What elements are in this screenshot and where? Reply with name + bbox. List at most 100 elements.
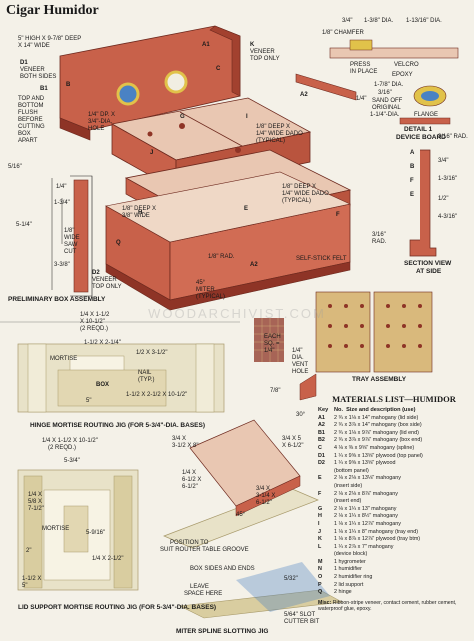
tray-dim-label: 7/8" <box>270 388 281 394</box>
material-key: L <box>318 543 322 550</box>
material-desc: 1 hygrometer <box>334 558 366 565</box>
materials-list-title: MATERIALS LIST—HUMIDOR <box>332 394 456 404</box>
part-d2-label: D2 <box>92 270 100 276</box>
d1-veneer-label: VENEER <box>20 67 45 73</box>
lid-dim-4-label: 7-1/2" <box>28 506 44 512</box>
material-row: P 2 lid support <box>318 582 470 590</box>
dim-wide-label: WIDE <box>64 235 80 241</box>
deep-mid-label-2: 1/4" WIDE DADO <box>282 191 329 197</box>
k-veneer-label: VENEER <box>250 49 275 55</box>
hinge-mortise-label: MORTISE <box>50 356 78 362</box>
dado-label-3: (TYPICAL) <box>256 138 286 144</box>
material-desc: 1 ¼ x 9⅝ x 13⅝" plywood <box>334 460 396 467</box>
material-row: (device block) <box>318 551 470 559</box>
lid-mortise-area <box>63 505 89 553</box>
material-desc: 2 ⅛ x 2⅛ x 8⅞" mahogany <box>334 490 398 497</box>
dado-label: 1/8" DEEP X <box>256 124 291 130</box>
material-desc: 1 ⅛ x 1¼ x 12⅞" mahogany <box>334 520 401 527</box>
part-a2-top-label: A2 <box>300 92 308 98</box>
material-desc: 1 ⅛ x 1¼ x 8" mahogany (tray end) <box>334 528 419 535</box>
material-key: H <box>318 513 322 520</box>
material-desc: 2 ¾ x 3⅞ x 9⅞" mahogany (box end) <box>334 437 423 444</box>
misc-text: Ribbon-stripe veneer, contact cement, ru… <box>318 599 457 613</box>
sand-off-label: SAND OFF <box>372 98 403 104</box>
lid-jig-caption: LID SUPPORT MORTISE ROUTING JIG (FOR 5-3… <box>18 604 217 611</box>
material-row: (insert side) <box>318 483 470 491</box>
lid-top-label: 1/4 X 1-1/2 X 10-1/2" <box>42 438 98 444</box>
overall-size-label: 5" HIGH X 9-7/8" DEEP <box>18 36 82 42</box>
material-key: C <box>318 444 322 451</box>
materials-list: MATERIALS LIST—HUMIDOR Key No. Size and … <box>318 394 470 613</box>
d2-top-only-label: TOP ONLY <box>92 284 122 290</box>
hinge-dim-2-label: 1/2 X 3-1/2" <box>136 350 168 356</box>
material-key <box>318 483 334 491</box>
material-row: J 1 ⅛ x 1¼ x 8" mahogany (tray end) <box>318 529 470 537</box>
part-k-label: K <box>250 42 255 48</box>
material-key: B2 <box>318 437 325 444</box>
dim-1-13-16-label: 1-13/16" DIA. <box>406 18 442 24</box>
deep-x-label-2: 3/8" WIDE <box>122 213 150 219</box>
material-key: Q <box>318 589 323 596</box>
material-desc: 2 ¾ x 1⅛ x 9⅞" mahogany (lid end) <box>334 429 419 436</box>
dim-1-3-4-label: 1-3/4" <box>54 200 70 206</box>
material-key: J <box>318 528 321 535</box>
part-f-label: F <box>336 212 340 218</box>
hygrometer-gauge <box>116 82 140 106</box>
lid-dim-9-label: 5" <box>22 583 28 589</box>
hinge-nail-typ-label: (TYP.) <box>138 377 155 383</box>
material-desc: 2 ¾ x 3⅞ x 14" mahogany (box side) <box>334 422 422 429</box>
material-desc: 1 ¼ x 9⅝ x 13⅝" plywood (top panel) <box>334 452 423 459</box>
vent-dia-label: DIA. <box>292 355 304 361</box>
miter-dim-5-label: 1/4 X <box>182 470 197 476</box>
section-view-profile <box>409 149 437 257</box>
lid-dim-2-label: 1/4 X <box>28 492 43 498</box>
miter-label: MITER <box>196 287 215 293</box>
dim-3-3-8-label: 3-3/8" <box>54 262 70 268</box>
material-desc: 2 lid support <box>334 581 364 588</box>
header-no: No. <box>334 407 344 413</box>
material-desc: 2 humidifier ring <box>334 574 373 581</box>
material-key: P <box>318 581 322 588</box>
lid-dim-3-label: 5/8 X <box>28 499 43 505</box>
dim-saw-label: SAW <box>64 242 78 248</box>
material-key: D1 <box>318 452 325 459</box>
material-row: (bottom panel) <box>318 468 470 476</box>
dim-1-3-8-label: 1-3/8" DIA. <box>364 18 394 24</box>
each-sq-label: SQ. = <box>264 341 280 347</box>
material-desc: 2 ⅛ x 2⅛ x 13⅛" mahogany <box>334 475 401 482</box>
material-key <box>318 468 334 476</box>
header-size: No. Size and description (use) <box>334 407 470 415</box>
dim-1-8-label: 1/8" <box>64 228 75 234</box>
part-b1-label: B1 <box>40 86 48 92</box>
material-row: D1 1 ¼ x 9⅝ x 13⅝" plywood (top panel) <box>318 453 470 461</box>
hole-label-2: 3/4"-DIA. <box>88 119 113 125</box>
deep-mid-label: 1/8" DEEP X <box>282 184 317 190</box>
rad-label: 1/8" RAD. <box>208 254 235 260</box>
section-part-a-label: A <box>410 150 415 156</box>
velcro-label: VELCRO <box>394 62 419 68</box>
miter-dim-4-label: X 6-1/2" <box>282 443 304 449</box>
rail-a2-top <box>295 73 357 101</box>
dim-right-3-4-label: 3/4" <box>438 158 449 164</box>
tray-panel-left <box>315 291 371 373</box>
tray-assembly-caption: TRAY ASSEMBLY <box>352 376 407 383</box>
section-part-b-label: B <box>410 164 415 170</box>
hole-label: 1/4" DP. X <box>88 112 116 118</box>
box-bottom <box>105 261 351 311</box>
miter-jig-router-table <box>178 589 343 619</box>
part-a2-mid-label: A2 <box>250 262 258 268</box>
lid-top-edge <box>209 25 241 97</box>
materials-misc: Misc: Ribbon-stripe veneer, contact ceme… <box>318 600 470 613</box>
part-a1-label: A1 <box>202 42 210 48</box>
top-bottom-label: TOP AND <box>18 96 45 102</box>
miter-deg-jig-label: 45° <box>236 512 246 518</box>
part-i-label: I <box>246 114 248 120</box>
